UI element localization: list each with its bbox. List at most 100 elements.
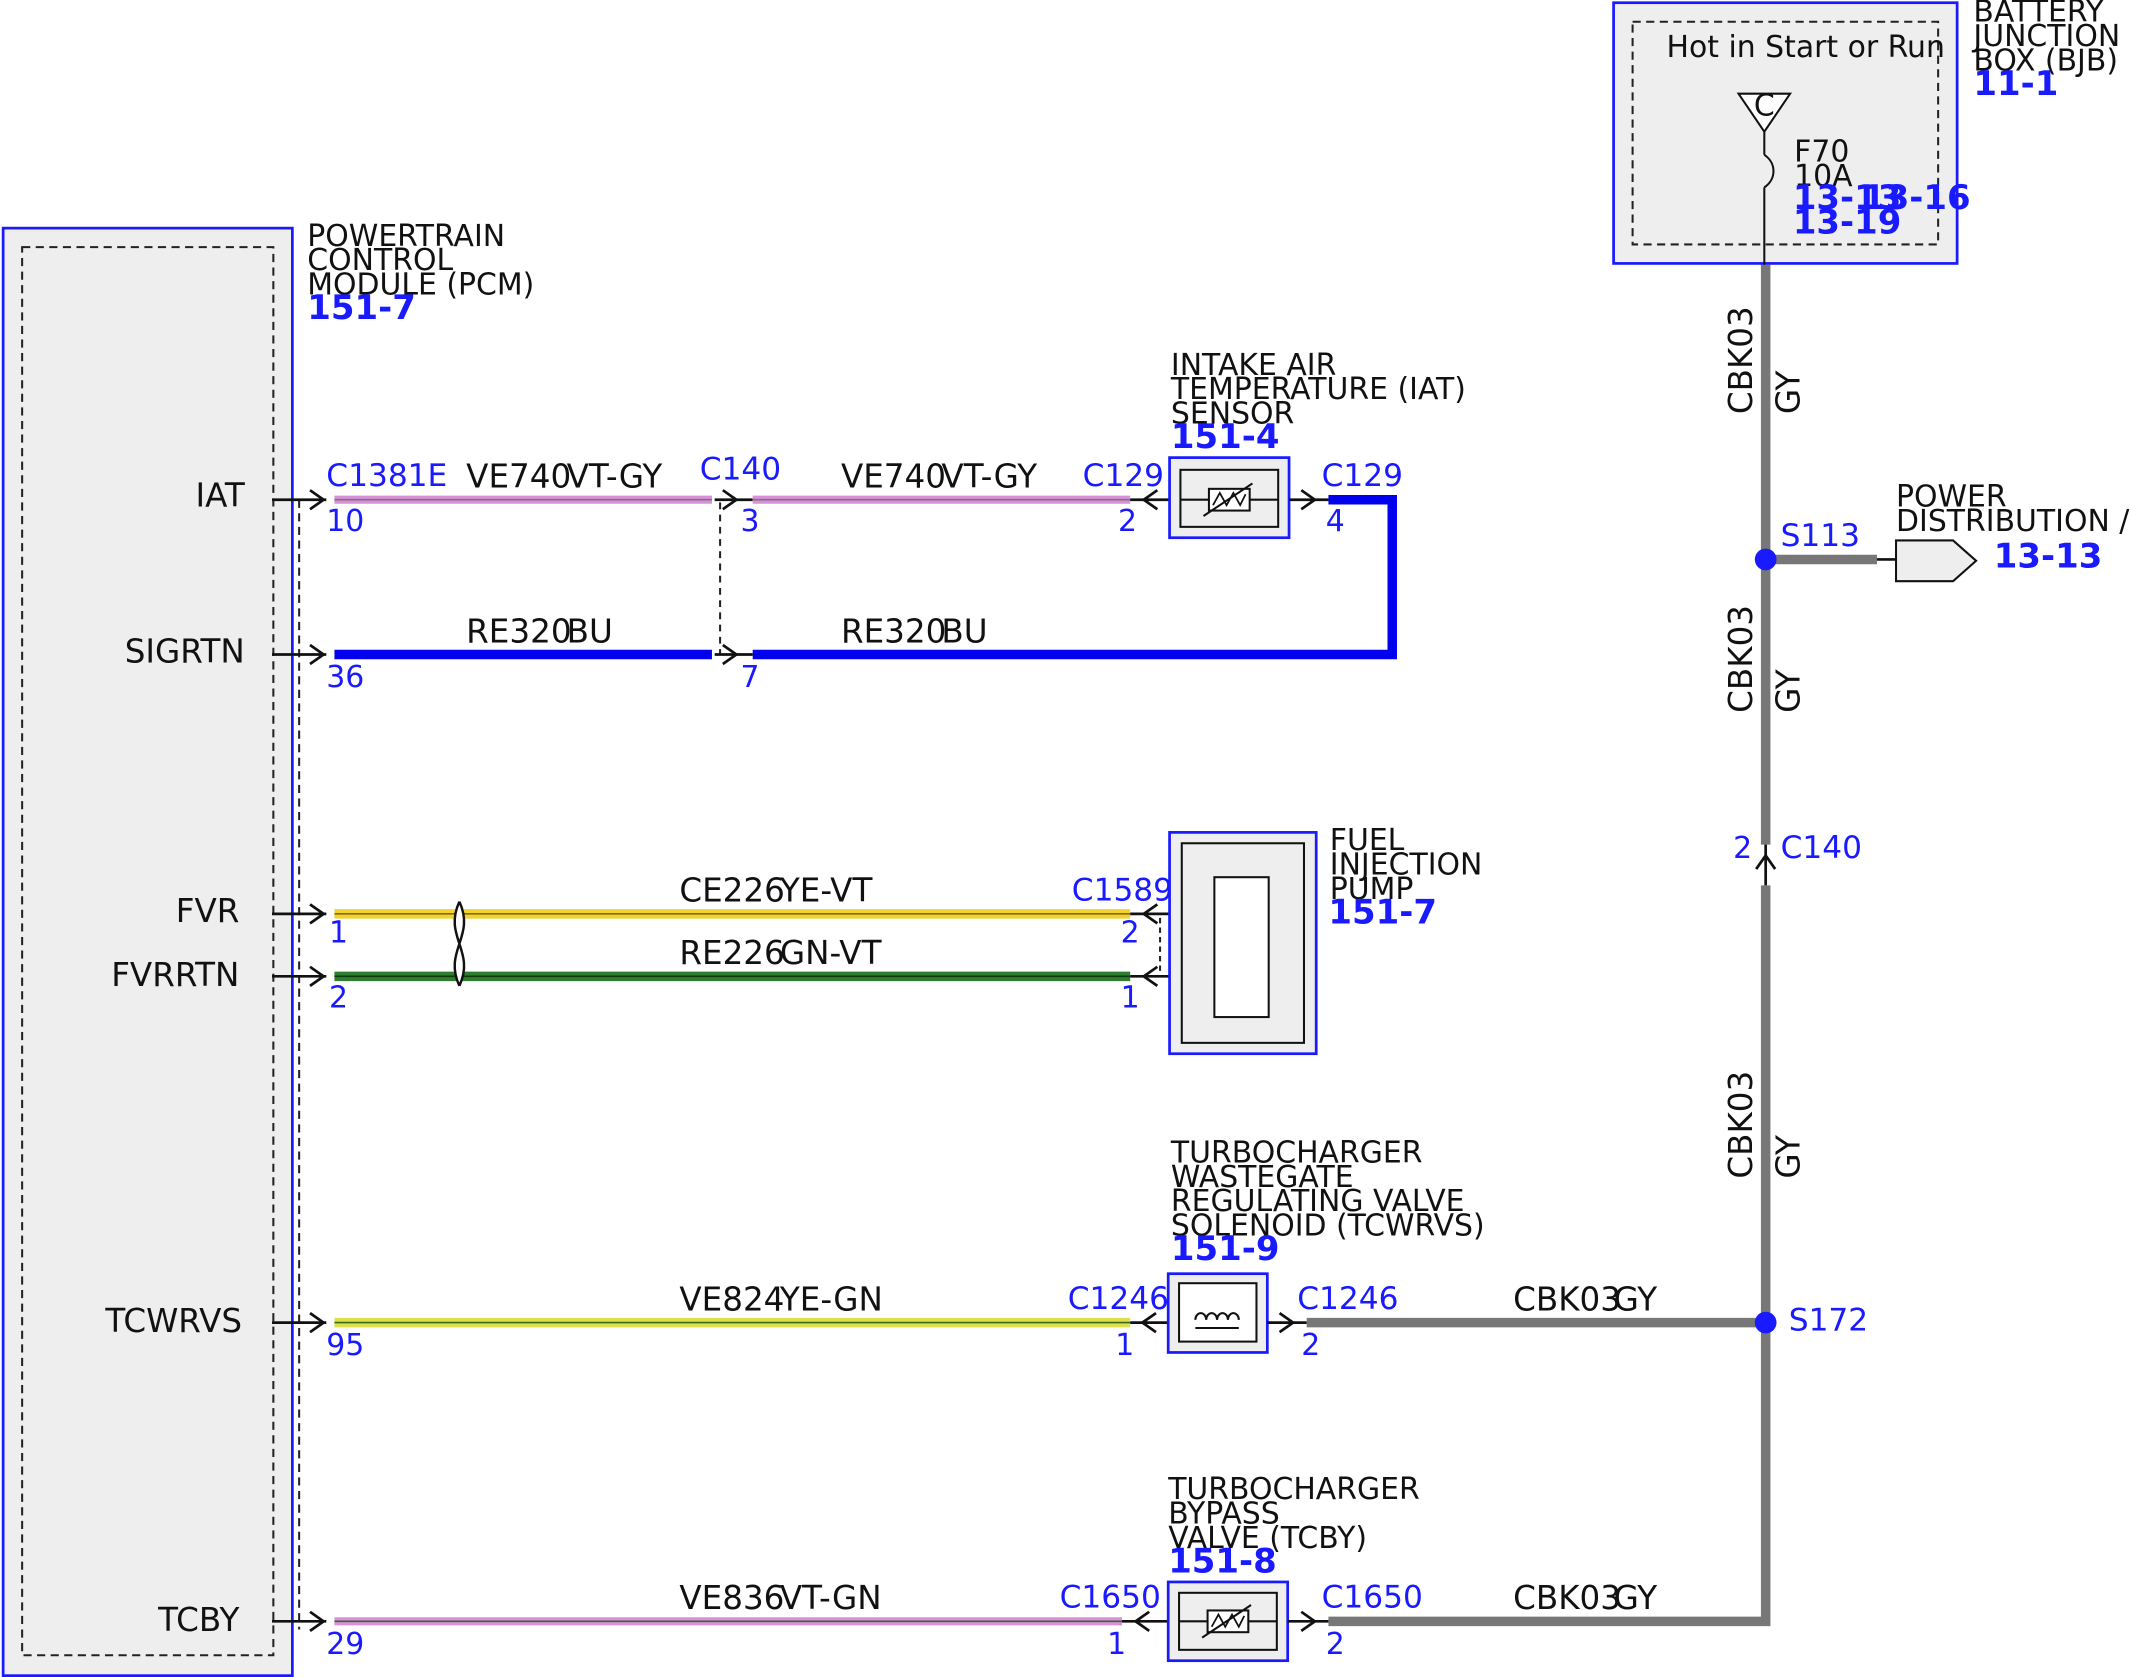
pin-iat-pcm: 10 (326, 504, 364, 539)
pin-arrow-iat (309, 489, 326, 511)
iat-sensor-ref[interactable]: 151-4 (1171, 417, 1280, 457)
iat-sensor-box[interactable] (1168, 456, 1291, 540)
fuel-pump-name-line-3: PUMP (1330, 872, 1414, 907)
bjb-name-line-2: JUNCTION (1971, 19, 2120, 54)
tcby-name-line-3: VALVE (TCBY) (1168, 1521, 1367, 1556)
pin-tcby-c1650-in: 1 (1107, 1627, 1126, 1662)
pin-tcby-pcm: 29 (326, 1627, 364, 1662)
splice-s113[interactable] (1754, 548, 1777, 571)
iat-sensor-name-line-3: SENSOR (1171, 397, 1294, 432)
wire-cbk03-v2-color: GY (1770, 669, 1808, 713)
tcwrvs-ref[interactable]: 151-9 (1171, 1229, 1280, 1269)
fuel-pump-inner (1180, 842, 1306, 1044)
pcm-module-inner-border (21, 246, 275, 1657)
tcby-ref[interactable]: 151-8 (1168, 1541, 1277, 1581)
wire-cbk03-tcby[interactable] (1328, 1322, 1771, 1627)
bjb-ref[interactable]: 11-1 (1973, 64, 2058, 104)
fuse-ref-3[interactable]: 13-19 (1793, 203, 1902, 243)
wire-ve740-b-color: VT-GY (941, 457, 1037, 495)
wire-ce226-color: YE-VT (779, 872, 873, 910)
connector-c1589[interactable]: C1589 (1072, 872, 1173, 908)
connector-c1246-in[interactable]: C1246 (1068, 1281, 1169, 1317)
iat-sensor-name-line-1: INTAKE AIR (1171, 348, 1336, 383)
wire-ve740-b-circuit: VE740 (841, 457, 946, 495)
pin-tcby-c1650-out: 2 (1326, 1627, 1345, 1662)
tcby-arrow-icon (1201, 1604, 1252, 1639)
connector-c129-out[interactable]: C129 (1322, 458, 1403, 494)
connector-c1650-in[interactable]: C1650 (1060, 1580, 1161, 1616)
pcm-ref[interactable]: 151-7 (307, 288, 416, 328)
bjb-name-line-3: BOX (BJB) (1973, 44, 2118, 79)
pcm-signal-iat: IAT (196, 476, 245, 514)
wire-re320-a-color: BU (567, 612, 613, 650)
bjb-box[interactable] (1612, 1, 1959, 265)
fuse-ref-1[interactable]: 13-13 (1793, 178, 1902, 218)
pcm-module-box[interactable] (1, 226, 294, 1677)
tcwrvs-name-line-2: WASTEGATE (1171, 1160, 1354, 1195)
fuse-name: F70 (1794, 135, 1849, 170)
wire-cbk03-v1-color: GY (1770, 371, 1808, 415)
fuse-icon (1763, 153, 1775, 189)
c1246-arrow-out (1278, 1311, 1296, 1334)
tcwrvs-name-line-1: TURBOCHARGER (1170, 1135, 1423, 1170)
fuel-pump-name-line-1: FUEL (1330, 823, 1405, 858)
wire-ve836-circuit: VE836 (679, 1579, 784, 1617)
wire-cbk03-v3-circuit: CBK03 (1722, 1071, 1760, 1179)
tcby-name-line-2: BYPASS (1168, 1497, 1280, 1532)
pin-fvr-c1589: 2 (1121, 915, 1140, 950)
pin-arrow-fvrrtn (309, 965, 326, 987)
tcwrvs-name-line-3: REGULATING VALVE (1171, 1184, 1465, 1219)
splice-s172-label: S172 (1789, 1303, 1868, 1339)
bjb-inner-border (1631, 20, 1940, 246)
tcby-name-line-1: TURBOCHARGER (1167, 1472, 1420, 1507)
power-dist-arrow-icon[interactable] (1895, 539, 1978, 583)
wire-re226-circuit: RE226 (679, 934, 784, 972)
wire-cbk03-tcwrvs-circuit: CBK03 (1513, 1280, 1621, 1318)
tcwrvs-inner (1178, 1282, 1258, 1343)
connector-c140-power[interactable]: C140 (1781, 830, 1862, 866)
splice-s172[interactable] (1754, 1311, 1777, 1334)
connector-c1246-out[interactable]: C1246 (1297, 1281, 1398, 1317)
wire-re320-a-circuit: RE320 (466, 612, 571, 650)
c129-arrow-out (1300, 489, 1318, 511)
c1589-arrow-fvrrtn (1141, 965, 1159, 987)
pin-arrow-sigrtn (309, 643, 326, 666)
bjb-name-line-1: BATTERY (1973, 0, 2104, 30)
wire-cbk03-tcwrvs-color: GY (1614, 1280, 1658, 1318)
wire-re320-loop[interactable] (752, 494, 1398, 660)
connector-c1381e[interactable]: C1381E (326, 458, 447, 494)
pcm-signal-tcby: TCBY (157, 1601, 239, 1639)
wire-cbk03-v3-label: CBK03 GY (1722, 1071, 1808, 1179)
power-dist-ref[interactable]: 13-13 (1994, 537, 2103, 577)
pin-arrow-tcby (309, 1610, 326, 1632)
wire-cbk03-tcby-color: GY (1614, 1579, 1658, 1617)
pcm-name-line-2: CONTROL (307, 243, 453, 278)
pin-tcwrvs-c1246-out: 2 (1301, 1328, 1320, 1363)
bjb-hot-label: Hot in Start or Run (1667, 30, 1945, 65)
wire-ve740-a-circuit: VE740 (466, 457, 571, 495)
pin-tcwrvs-pcm: 95 (326, 1328, 364, 1363)
connector-c129-in[interactable]: C129 (1083, 458, 1164, 494)
pin-sigrtn-pcm: 36 (326, 660, 364, 695)
connector-c140-iat[interactable]: C140 (700, 451, 781, 487)
pcm-signal-fvrrtn: FVRRTN (111, 956, 239, 994)
connector-c1650-out[interactable]: C1650 (1322, 1580, 1423, 1616)
c1246-arrow-in (1140, 1311, 1157, 1334)
c129-arrow-in (1141, 489, 1159, 511)
pin-power-c140: 2 (1733, 831, 1752, 866)
pin-arrow-fvr (309, 903, 326, 925)
wire-cbk03-v3-color: GY (1770, 1135, 1808, 1179)
pin-fvr-pcm: 1 (329, 915, 348, 950)
pin-iat-c129: 2 (1118, 504, 1137, 539)
pin-arrow-tcwrvs (309, 1311, 326, 1334)
wire-cbk03-v2-circuit: CBK03 (1722, 605, 1760, 713)
fuel-pump-ref[interactable]: 151-7 (1328, 892, 1437, 932)
wire-ve824-color: YE-GN (779, 1280, 883, 1318)
twisted-pair-icon (453, 901, 466, 987)
wire-re226-color: GN-VT (780, 934, 882, 972)
fuse-ref-2[interactable]: 13-16 (1862, 178, 1971, 218)
iat-sensor-inner (1179, 468, 1280, 528)
pin-iat-out: 4 (1326, 504, 1345, 539)
pin-sigrtn-c140: 7 (740, 660, 759, 695)
